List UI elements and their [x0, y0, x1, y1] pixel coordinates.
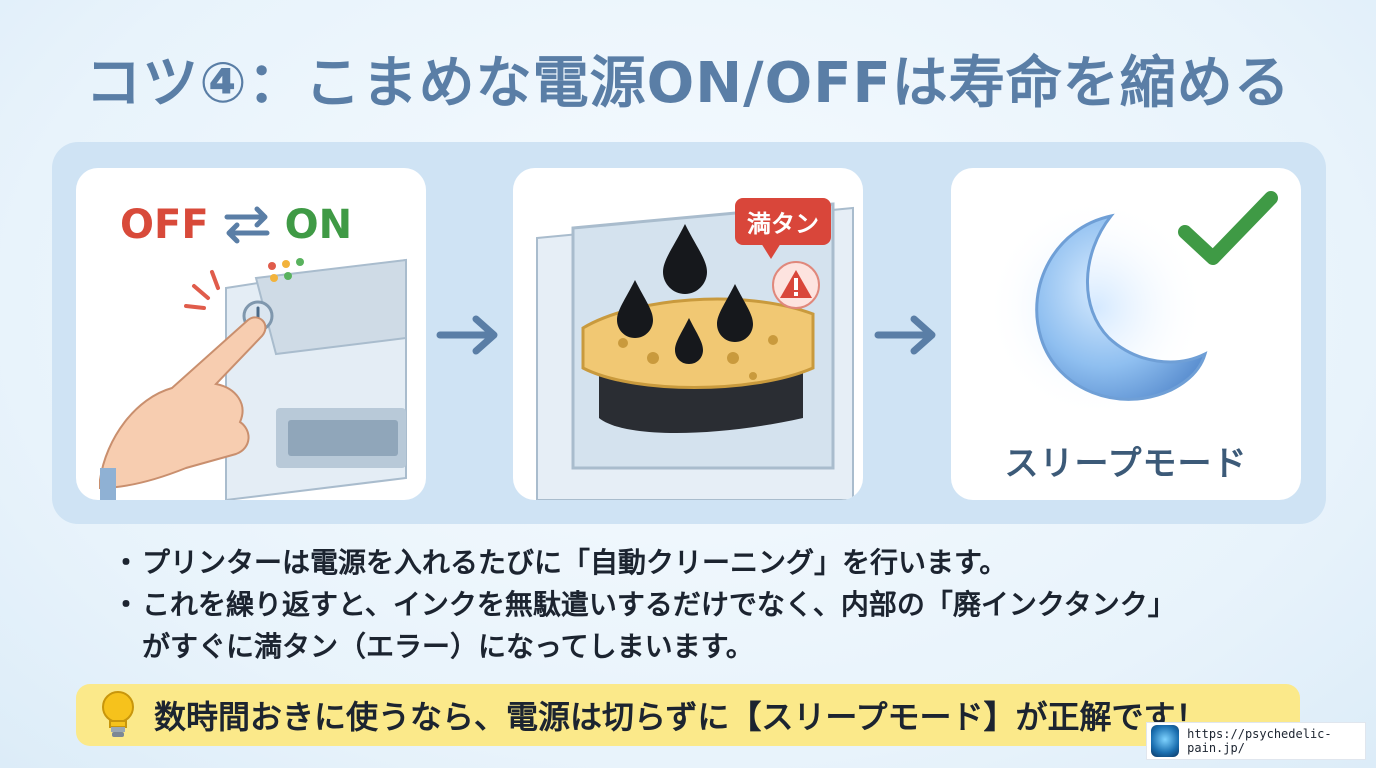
sleep-mode-label: スリープモード [1004, 444, 1248, 484]
site-watermark: https://psychedelic-pain.jp/ [1146, 722, 1366, 760]
tip-text: 数時間おきに使うなら、電源は切らずに【スリープモード】が正解です！ [154, 698, 1208, 736]
full-badge: 満タン [735, 198, 831, 259]
explanation-list: ・ プリンターは電源を入れるたびに「自動クリーニング」を行います。 ・ これを繰… [112, 542, 1312, 668]
sleep-mode-card: スリープモード [951, 168, 1301, 500]
warning-icon [772, 261, 820, 309]
on-label: ON [284, 202, 353, 248]
lightbulb-icon [102, 691, 134, 737]
bullet-marker: ・ [112, 588, 141, 621]
printer-illustration [99, 258, 407, 500]
waste-ink-tank-card: 満タン [513, 168, 863, 500]
off-on-label: OFF ON [120, 202, 352, 248]
flow-arrow-icon [436, 315, 498, 355]
power-toggle-card: OFF ON [76, 168, 426, 500]
off-label: OFF [120, 202, 209, 248]
bullet-continuation: がすぐに満タン（エラー）になってしまいます。 [142, 630, 754, 663]
ink-sponge-illustration [536, 202, 854, 500]
moon-icon [986, 198, 1208, 418]
bullet-text: プリンターは電源を入れるたびに「自動クリーニング」を行います。 [142, 546, 1008, 579]
page-title: コツ④：こまめな電源ON/OFFは寿命を縮める [85, 51, 1291, 116]
tip-banner: 数時間おきに使うなら、電源は切らずに【スリープモード】が正解です！ [76, 684, 1300, 746]
bullet-text: これを繰り返すと、インクを無駄遣いするだけでなく、内部の「廃インクタンク」 [142, 588, 1176, 621]
list-item: ・ プリンターは電源を入れるたびに「自動クリーニング」を行います。 [112, 542, 1312, 584]
flow-arrow-icon [874, 315, 936, 355]
checkmark-icon [1178, 191, 1278, 265]
list-item: ・ これを繰り返すと、インクを無駄遣いするだけでなく、内部の「廃インクタンク」 [112, 584, 1312, 626]
bullet-marker: ・ [112, 546, 141, 579]
site-logo [1151, 725, 1180, 757]
site-url[interactable]: https://psychedelic-pain.jp/ [1187, 727, 1332, 755]
power-swap-icon [224, 206, 270, 244]
